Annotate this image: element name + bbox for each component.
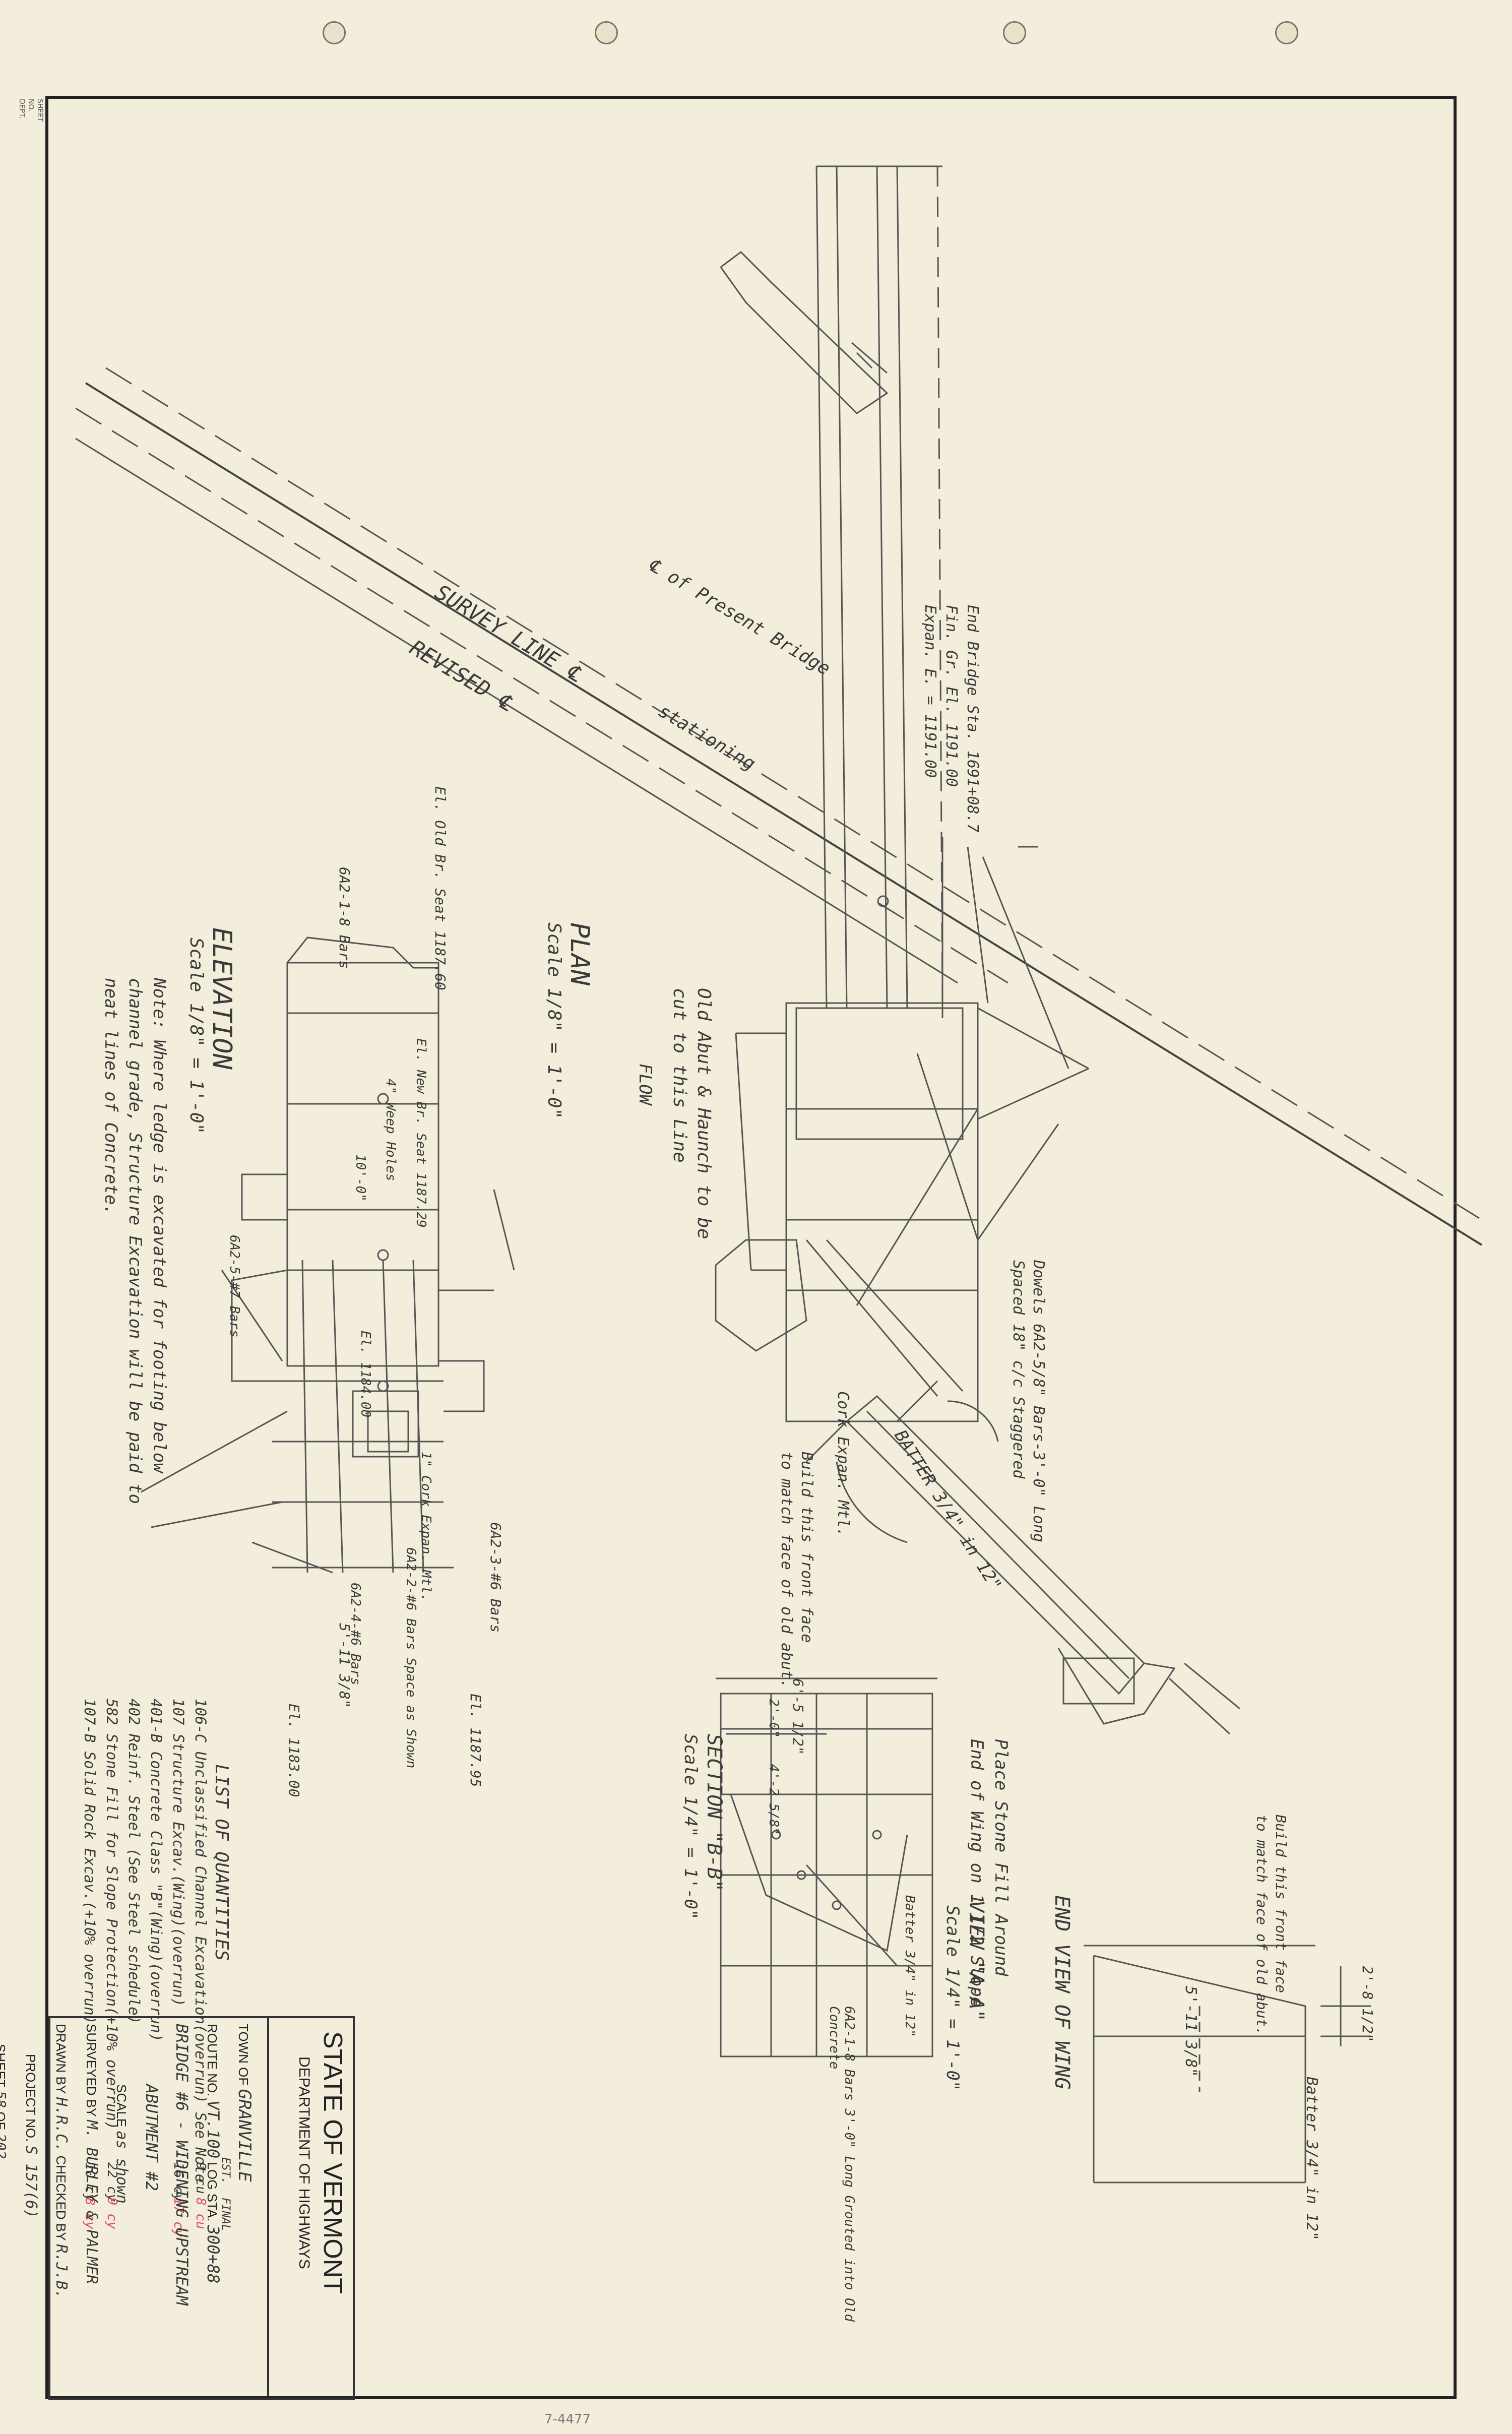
end-bridge-line: End Bridge Sta. 1691+08.7 [964,605,981,833]
route-value: VT.100 [204,2100,223,2159]
town-label: TOWN OF [236,2024,251,2086]
elev-label-weep: 4" Weep Holes [383,1079,398,1181]
dowel-line: Dowels 6A2-5/8" Bars-3'-0" Long [1030,1260,1047,1542]
subject-title: ABUTMENT #2 [142,2084,161,2191]
elev-label-el-bottom: El. 1183.00 [286,1704,302,1797]
elev-label-new-seat: El. New Br. Seat 1187.29 [413,1038,428,1228]
log-label: LOG STA. [205,2162,220,2222]
elevation-title: ELEVATION [207,927,237,1070]
surveyed-label: SURVEYED BY [84,2024,99,2117]
sheet-row: SHEET 58 OF 202 [0,2024,16,2305]
punch-hole [323,21,346,44]
bottom-stamp: 7-4477 [544,2412,591,2427]
elev-label-width: 5'-11 3/8" [336,1623,353,1708]
route-row: ROUTE NO. VT.100 LOG STA. 300+88 [197,2024,228,2305]
elev-label-bars-top: 6A2-1-8 Bars [336,867,353,969]
end-view-title: END VIEW OF WING [1050,1895,1074,2090]
state-title: STATE OF VERMONT [318,2031,347,2294]
scale-value: as shown [113,2131,131,2204]
log-value: 300+88 [204,2225,223,2284]
elev-label-dim: 10'-0" [353,1154,368,1202]
end-view-top-dim: 2'-8 1/2" [1359,1966,1376,2042]
elevation-note-line: channel grade, Structure Excavation will… [125,978,145,1504]
end-bridge-line: Fin. Gr. El. 1191.00 [942,605,960,787]
old-abut-line: cut to this Line [669,988,690,1163]
elev-label-cork: 1" Cork Expan. Mtl. [418,1452,433,1602]
title-block [48,2016,355,2400]
old-abut-line: Old Abut & Haunch to be [694,988,714,1239]
title-block-fields: TOWN OF GRANVILLE ROUTE NO. VT.100 LOG S… [0,2024,260,2305]
checked-label: CHECKED BY [53,2155,69,2241]
of-value: 202 [0,2133,9,2159]
place-fill-line: End of Wing on 1 1/2 Slope [967,1739,987,2008]
section-scale: Scale 1/4" = 1'-0" [680,1734,701,1920]
end-bridge-line: Expan. E. = 1191.00 [921,605,939,778]
elevation-note-line: Note: Where ledge is excavated for footi… [149,978,169,1473]
surveyed-row: SURVEYED BY M. BURLEY & PALMER [76,2024,106,2305]
punch-hole [595,21,618,44]
section-dim-overall: 6'-5 1/2" [790,1678,806,1755]
town-row: TOWN OF GRANVILLE [228,2024,260,2305]
dowel-line: Spaced 18" c/c Staggered [1010,1260,1027,1479]
old-abut-note: Old Abut & Haunch to be cut to this Line [667,988,716,1239]
end-view-batter: Batter 3/4" in 12" [1303,2077,1320,2241]
project-row: PROJECT NO. S 157(6) [16,2024,46,2305]
route-label: ROUTE NO. [205,2024,220,2097]
section-dowel-note: 6A2-1-8 Bars 3'-0" Long Grouted into Old… [827,2006,857,2322]
bridge-title: BRIDGE #6 - WIDENING UPSTREAM [172,2024,192,2305]
build-face-line: Build this front face [798,1452,815,1643]
build-face-line: to match face of old abut. [778,1452,795,1689]
sheet-border [45,96,1457,2399]
drawn-label: DRAWN BY [53,2024,69,2094]
elev-label-bars-three: 6A2-3-#6 Bars [487,1522,504,1633]
drawn-row: DRAWN BY H.R.C. CHECKED BY R.J.B. [46,2024,76,2305]
section-title: SECTION "B-B" [703,1734,726,1892]
elev-label-bars-five: 6A2-5-#7 Bars [227,1235,242,1338]
elevation-note: Note: Where ledge is excavated for footi… [99,978,171,1504]
elev-label-el-top: El. 1187.95 [467,1694,484,1787]
section-batter: Batter 3/4" in 12" [902,1895,917,2037]
checked-value: R.J.B. [52,2244,70,2299]
end-view-width: 5'-11 3/8" [1182,1986,1200,2077]
quantities-title: LIST OF QUANTITIES [211,1764,232,1961]
elevation-scale: Scale 1/8" = 1'-0" [186,938,207,1135]
end-view-face-line: Build this front face [1273,1815,1289,1993]
elevation-note-line: neat lines of Concrete. [101,978,121,1215]
surveyed-value: M. BURLEY & PALMER [83,2120,100,2284]
project-label: PROJECT NO. [23,2054,38,2142]
elev-label-bars-spaced: 6A2-2-#6 Bars Space as Shown [403,1547,418,1769]
of-label: OF [0,2111,8,2130]
dept-title: DEPARTMENT OF HIGHWAYS [296,2056,312,2269]
plan-title: PLAN [564,922,595,986]
place-fill-note: Place Stone Fill Around End of Wing on 1… [965,1739,1013,2007]
elev-label-old-seat: El. Old Br. Seat 1187.60 [432,786,449,990]
scale-row: SCALE as shown [106,2024,137,2305]
plan-scale: Scale 1/8" = 1'-0" [544,922,564,1119]
project-value: S 157(6) [22,2145,40,2219]
section-dim-right: 4'-2 5/8" [766,1764,781,1835]
title-block-divider [267,2016,269,2396]
end-view-face-note: Build this front face to match face of o… [1252,1815,1290,2035]
end-view-face-line: to match face of old abut. [1253,1815,1270,2036]
punch-hole [1003,21,1026,44]
sheet-value: 58 [0,2091,9,2108]
scale-label: SCALE [114,2084,129,2128]
elev-label-el-footing: El. 1184.00 [358,1331,373,1418]
cork-note: Cork Expan. Mtl. [834,1391,852,1537]
flow-label: FLOW [635,1064,655,1105]
town-value: GRANVILLE [234,2089,255,2182]
punch-hole [1275,21,1298,44]
section-dim-left: 2'-0" [766,1699,781,1738]
place-fill-line: Place Stone Fill Around [991,1739,1011,1976]
end-bridge-note: End Bridge Sta. 1691+08.7 Fin. Gr. El. 1… [919,605,983,833]
dowel-note: Dowels 6A2-5/8" Bars-3'-0" Long Spaced 1… [1008,1260,1048,1542]
build-face-note: Build this front face to match face of o… [776,1452,816,1689]
view-aa-scale: Scale 1/4" = 1'-0" [942,1905,963,2091]
drawn-value: H.R.C. [52,2097,70,2152]
sheet-label: SHEET [0,2044,8,2088]
